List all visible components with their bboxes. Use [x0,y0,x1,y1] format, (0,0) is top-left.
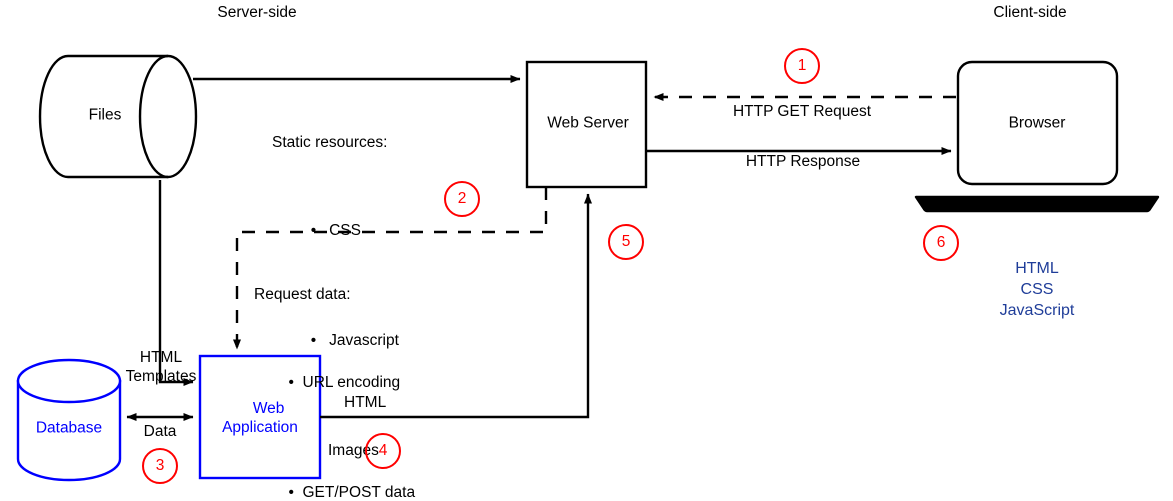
node-label-web-application: Web Application [222,380,298,456]
node-label-database: Database [35,419,103,437]
bullet-glyph: • [297,222,330,239]
client-tech-stack: HTML CSS JavaScript [1000,258,1075,321]
files-cylinder-shape [38,54,198,179]
step-marker-3: 3 [142,448,178,484]
node-label-web-server: Web Server [547,114,629,132]
request-data-item-0: • URL encoding [279,374,401,391]
client-tech-html: HTML [1015,260,1059,277]
bullet-glyph: • [279,374,303,391]
static-resources-item-1: • Javascript [297,332,399,349]
edge-label-http-response: HTTP Response [745,153,861,170]
section-title-client-side: Client-side [993,4,1067,21]
laptop-base-shape [914,195,1160,213]
bullet-glyph: • [279,484,303,501]
edge-label-request-data: Request data: • URL encoding • GET/POST … [254,240,415,501]
web-server-box-shape [525,60,648,189]
web-application-line-1: Web Application [222,400,298,436]
edge-label-data: Data [143,423,177,440]
edge-html-templates [158,180,194,386]
node-label-browser: Browser [1008,114,1066,132]
browser-box-shape [956,60,1119,186]
edge-label-http-get-request: HTTP GET Request [732,103,872,120]
web-application-box-shape [198,354,322,480]
edge-label-html-templates: HTML Templates [125,349,197,385]
step-marker-4: 4 [365,433,401,469]
static-resources-heading: Static resources: [272,134,388,151]
step-marker-2: 2 [444,181,480,217]
node-label-files: Files [88,106,122,124]
section-title-server-side: Server-side [217,4,297,21]
step-marker-5: 5 [608,224,644,260]
bullet-glyph: • [297,332,330,349]
static-resources-item-0: • CSS [297,222,361,239]
edge-html-response [320,193,592,419]
edge-label-html: HTML [344,394,387,411]
edge-label-static-resources: Static resources: • CSS • Javascript Ima… [272,88,399,501]
request-data-item-1: • GET/POST data [279,484,416,501]
database-cylinder-shape [16,358,122,482]
request-data-heading: Request data: [254,286,351,303]
step-marker-6: 6 [923,225,959,261]
client-tech-css: CSS [1020,281,1054,298]
edge-request-data [233,187,548,350]
step-marker-1: 1 [784,48,820,84]
client-tech-javascript: JavaScript [999,302,1075,319]
